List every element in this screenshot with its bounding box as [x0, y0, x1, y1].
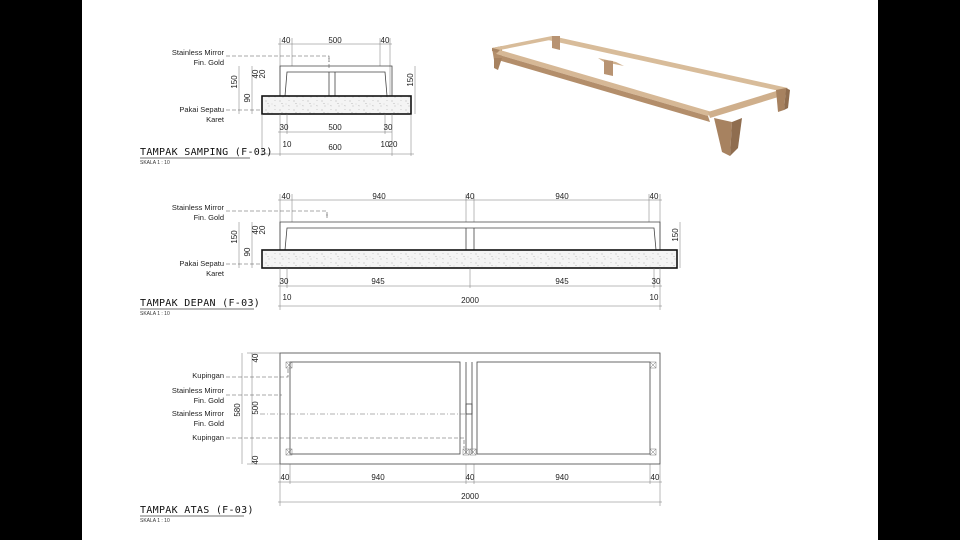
dim-left-3: 40	[251, 69, 260, 78]
label-mirror2-1: Stainless Mirror	[172, 409, 225, 418]
dim-left-4: 20	[258, 225, 267, 234]
scale-top: SKALA 1 : 10	[140, 518, 170, 524]
dim-top-2: 940	[372, 192, 386, 201]
label-pad-1: Pakai Sepatu	[179, 105, 224, 114]
view-side: 40 500 40 150 90 40 20 150 Stainless Mir…	[140, 36, 416, 166]
title-top: TAMPAK ATAS (F-03)	[140, 505, 254, 516]
label-kupingan-2: Kupingan	[192, 433, 224, 442]
dim-left-2: 90	[243, 93, 252, 102]
perspective-render	[492, 36, 790, 156]
dim-top-1: 40	[282, 36, 291, 45]
dim-right-1: 150	[406, 73, 415, 87]
dim-top-1: 40	[282, 192, 291, 201]
dim-left-3: 40	[251, 225, 260, 234]
dim-left-2: 90	[243, 247, 252, 256]
dim-left-3: 500	[251, 401, 260, 415]
dim-b1-4: 30	[652, 277, 661, 286]
dim-b2-3: 10	[650, 293, 659, 302]
label-mirror-2: Fin. Gold	[194, 213, 224, 222]
title-side: TAMPAK SAMPING (F-03)	[140, 147, 273, 158]
view-top: 40 580 500 40 Kupingan Stainless Mirror …	[140, 352, 662, 524]
label-pad-1: Pakai Sepatu	[179, 259, 224, 268]
dim-b1-5: 40	[651, 473, 660, 482]
dim-right-1: 150	[671, 228, 680, 242]
dim-b2-4: 20	[389, 140, 398, 149]
dim-top-3: 40	[381, 36, 390, 45]
dim-b1-1: 40	[281, 473, 290, 482]
label-mirror-1: Stainless Mirror	[172, 203, 225, 212]
dim-b1-3: 30	[384, 123, 393, 132]
dim-left-4: 40	[251, 455, 260, 464]
label-mirror1-1: Stainless Mirror	[172, 386, 225, 395]
dim-b1-1: 30	[280, 277, 289, 286]
dim-b1-2: 500	[328, 123, 342, 132]
dim-top-4: 940	[555, 192, 569, 201]
dim-left-2: 580	[233, 403, 242, 417]
title-front: TAMPAK DEPAN (F-03)	[140, 298, 260, 309]
dim-b2-1: 10	[283, 293, 292, 302]
dim-top-2: 500	[328, 36, 342, 45]
dim-b2-2: 2000	[461, 296, 479, 305]
label-pad-2: Karet	[206, 269, 225, 278]
dim-b2-1: 2000	[461, 492, 479, 501]
dim-left-1: 150	[230, 230, 239, 244]
dim-top-5: 40	[650, 192, 659, 201]
dim-b2-1: 10	[283, 140, 292, 149]
scale-front: SKALA 1 : 10	[140, 311, 170, 317]
dim-left-4: 20	[258, 69, 267, 78]
dim-left-1: 40	[251, 353, 260, 362]
label-mirror-2: Fin. Gold	[194, 58, 224, 67]
technical-drawing: 40 500 40 150 90 40 20 150 Stainless Mir…	[140, 36, 790, 524]
corner-marks	[285, 361, 657, 456]
label-mirror1-2: Fin. Gold	[194, 396, 224, 405]
drawing-sheet: 40 500 40 150 90 40 20 150 Stainless Mir…	[82, 0, 878, 540]
scale-side: SKALA 1 : 10	[140, 160, 170, 166]
label-pad-2: Karet	[206, 115, 225, 124]
dim-b2-2: 600	[328, 143, 342, 152]
view-front: 40 940 40 940 40 150 90 40 20 150 Stainl…	[140, 192, 681, 317]
dim-b1-4: 940	[555, 473, 569, 482]
dim-top-3: 40	[466, 192, 475, 201]
label-mirror-1: Stainless Mirror	[172, 48, 225, 57]
dim-b1-1: 30	[280, 123, 289, 132]
label-kupingan-1: Kupingan	[192, 371, 224, 380]
dim-b2-3: 10	[381, 140, 390, 149]
dim-b1-2: 940	[371, 473, 385, 482]
dim-b1-3: 945	[555, 277, 569, 286]
dim-left-1: 150	[230, 75, 239, 89]
label-mirror2-2: Fin. Gold	[194, 419, 224, 428]
dim-b1-2: 945	[371, 277, 385, 286]
dim-b1-3: 40	[466, 473, 475, 482]
